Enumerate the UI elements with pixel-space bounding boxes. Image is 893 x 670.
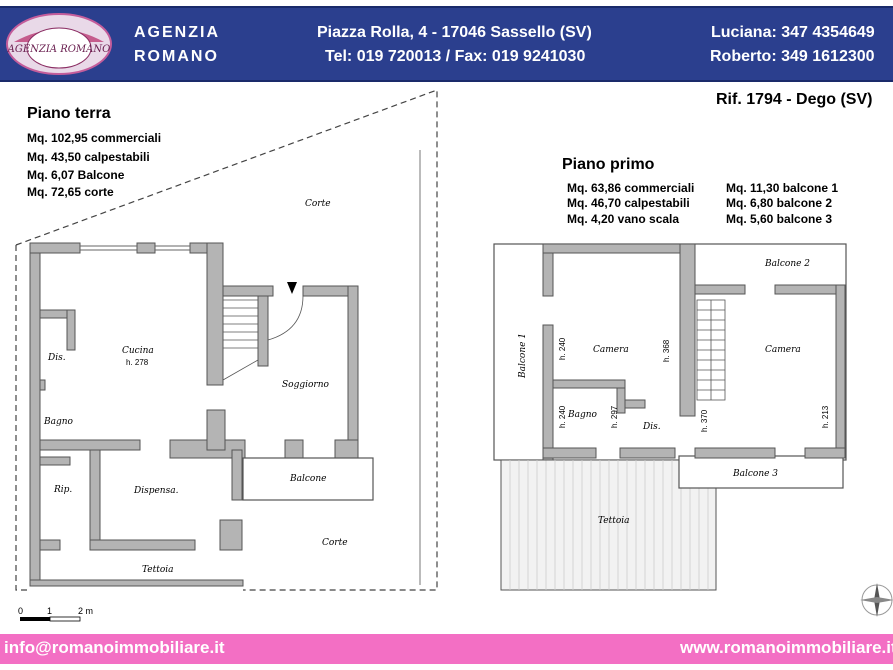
agency-address: Piazza Rolla, 4 - 17046 Sassello (SV) <box>317 24 592 41</box>
ground-floor-plan: Corte Corte Cucina h. 278 Dis. Bagno Sog… <box>15 89 438 591</box>
logo-text: AGENZIA ROMANO <box>7 44 111 55</box>
agency-logo: AGENZIA ROMANO <box>6 13 112 75</box>
height-297: h. 297 <box>610 405 619 428</box>
entrance-arrow-icon <box>287 282 297 294</box>
first-spec-balcone3: Mq. 5,60 balcone 3 <box>726 212 833 226</box>
room-rip: Rip. <box>53 485 72 495</box>
agency-phones: Tel: 019 720013 / Fax: 019 9241030 <box>325 48 586 65</box>
height-240-bagno: h. 240 <box>558 405 567 428</box>
room-corte-bottom: Corte <box>322 538 348 548</box>
room-camera2: Camera <box>765 345 801 355</box>
room-cucina: Cucina <box>122 346 154 356</box>
room-balcone: Balcone <box>289 474 326 484</box>
footer-email-link[interactable]: info@romanoimmobiliare.it <box>4 638 225 657</box>
scale-bar <box>20 616 81 622</box>
room-dis-first: Dis. <box>642 422 661 432</box>
header-bar: AGENZIA ROMANO AGENZIA ROMANO Piazza Rol… <box>0 6 893 82</box>
compass-icon <box>860 583 893 617</box>
first-spec-calpestabili: Mq. 46,70 calpestabili <box>567 196 690 210</box>
footer-website-link[interactable]: www.romanoimmobiliare.it <box>680 638 893 657</box>
room-dis: Dis. <box>47 353 66 363</box>
room-tettoia-ground: Tettoia <box>142 565 174 575</box>
room-cucina-height: h. 278 <box>126 358 149 367</box>
scale-label-1: 1 <box>47 606 53 616</box>
room-balcone1: Balcone 1 <box>518 333 528 379</box>
agency-name-line2: ROMANO <box>134 48 219 65</box>
contact-luciana: Luciana: 347 4354649 <box>711 24 875 41</box>
height-240-camera: h. 240 <box>558 337 567 360</box>
listing-reference: Rif. 1794 - Dego (SV) <box>716 91 873 108</box>
first-floor-plan: Balcone 2 Balcone 3 Camera Camera Bagno … <box>493 243 847 591</box>
room-balcone3: Balcone 3 <box>732 469 778 479</box>
ground-spec-corte: Mq. 72,65 corte <box>27 185 114 199</box>
height-368: h. 368 <box>662 339 671 362</box>
room-soggiorno: Soggiorno <box>282 380 330 390</box>
ground-spec-balcone: Mq. 6,07 Balcone <box>27 168 125 182</box>
first-spec-balcone2: Mq. 6,80 balcone 2 <box>726 196 833 210</box>
scale-label-0: 0 <box>18 606 24 616</box>
room-dispensa: Dispensa. <box>133 486 179 496</box>
first-spec-balcone1: Mq. 11,30 balcone 1 <box>726 181 839 195</box>
height-370: h. 370 <box>700 409 709 432</box>
scale-label-2m: 2 m <box>78 606 94 616</box>
first-spec-vano-scala: Mq. 4,20 vano scala <box>567 212 680 226</box>
footer-bar: info@romanoimmobiliare.it www.romanoimmo… <box>0 634 893 664</box>
agency-name-line1: AGENZIA <box>134 24 220 41</box>
ground-spec-commerciali: Mq. 102,95 commerciali <box>27 131 162 145</box>
first-spec-commerciali: Mq. 63,86 commerciali <box>567 181 695 195</box>
room-camera1: Camera <box>593 345 629 355</box>
room-balcone2: Balcone 2 <box>764 259 810 269</box>
ground-spec-calpestabili: Mq. 43,50 calpestabili <box>27 150 150 164</box>
first-floor-title: Piano primo <box>562 156 655 173</box>
room-bagno: Bagno <box>43 417 74 427</box>
contact-roberto: Roberto: 349 1612300 <box>710 48 875 65</box>
room-corte-top: Corte <box>305 199 331 209</box>
height-213: h. 213 <box>821 405 830 428</box>
room-tettoia-first: Tettoia <box>598 516 630 526</box>
room-bagno-first: Bagno <box>567 410 598 420</box>
ground-floor-title: Piano terra <box>27 105 111 122</box>
